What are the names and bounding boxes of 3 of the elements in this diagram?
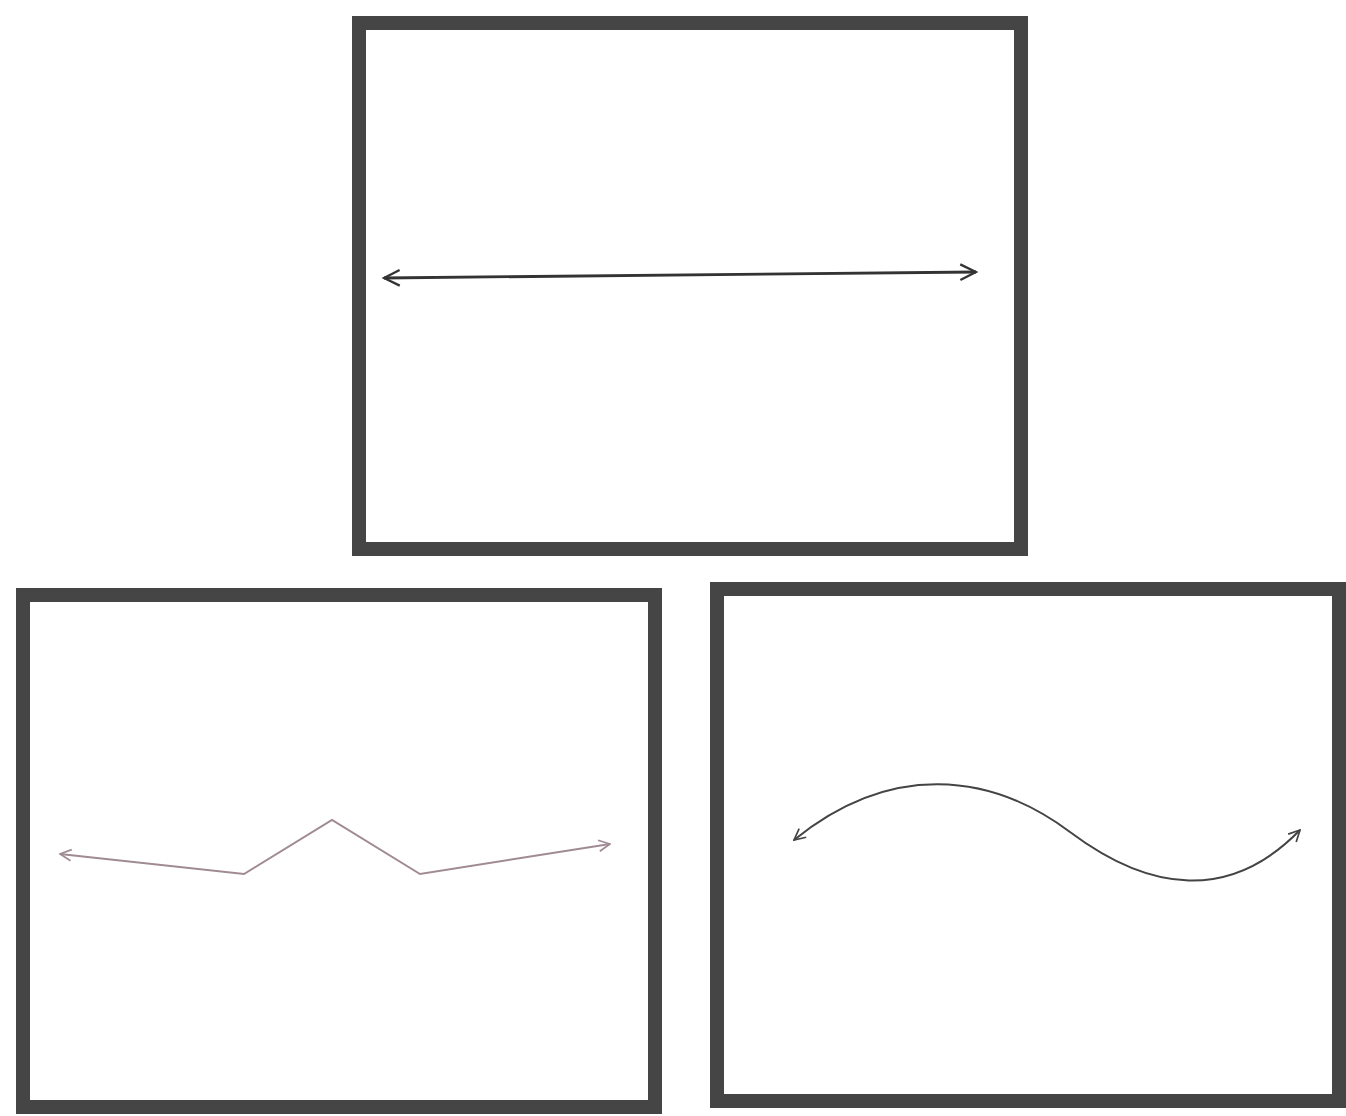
picture-frame: [16, 588, 662, 1114]
picture-frame: [710, 582, 1346, 1108]
picture-frame: [352, 16, 1028, 556]
